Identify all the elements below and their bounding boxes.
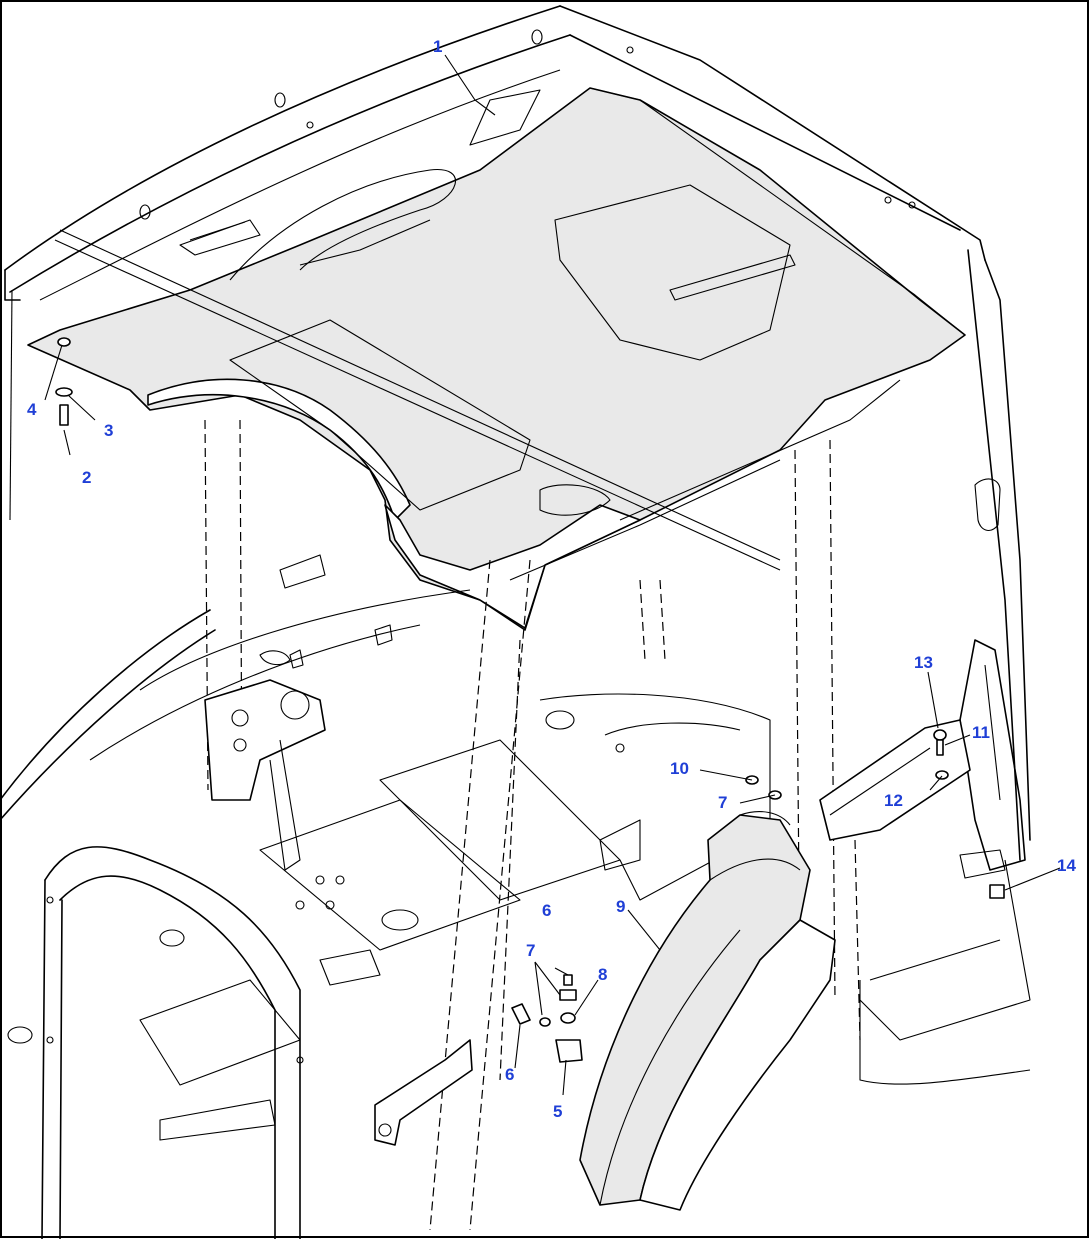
callout-labels: 1 2 3 4 5 6 6 7 7 8 9 10 11 12 13 14 — [27, 37, 1076, 1121]
hardware — [55, 337, 1005, 1063]
callout-1: 1 — [433, 37, 442, 56]
callout-7-lower: 7 — [526, 941, 535, 960]
leader-lines — [44, 54, 1061, 1096]
door-latch-assembly — [204, 650, 326, 871]
rear-pillar-trim — [819, 478, 1031, 1085]
callout-8: 8 — [598, 965, 607, 984]
side-trim-part — [579, 811, 836, 1211]
callout-4: 4 — [27, 400, 37, 419]
callout-9: 9 — [616, 897, 625, 916]
callout-2: 2 — [82, 468, 91, 487]
callout-11: 11 — [972, 723, 990, 742]
callout-6-lower: 6 — [505, 1065, 514, 1084]
callout-6-upper: 6 — [542, 901, 551, 920]
callout-13: 13 — [914, 653, 933, 672]
callout-12: 12 — [884, 791, 903, 810]
front-window-frame — [0, 609, 473, 1239]
roof-liner-part — [27, 87, 966, 631]
callout-5: 5 — [553, 1102, 562, 1121]
callout-7-upper: 7 — [718, 793, 727, 812]
callout-14: 14 — [1057, 856, 1076, 875]
callout-10: 10 — [670, 759, 689, 778]
callout-3: 3 — [104, 421, 113, 440]
